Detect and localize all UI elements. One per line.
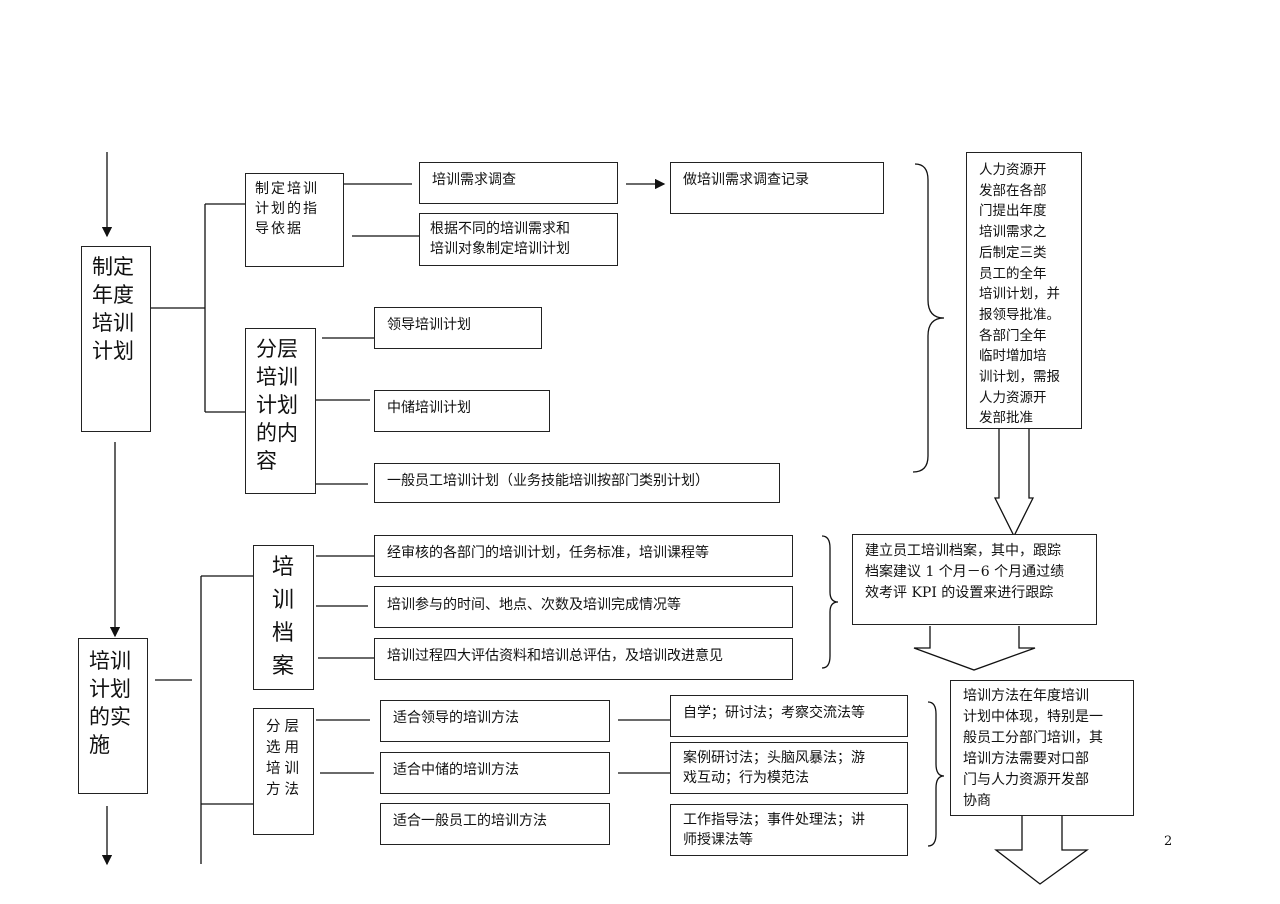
archive-item-3-label: 培训过程四大评估资料和培训总评估，及培训改进意见 (387, 648, 723, 664)
method-target-2-box: 适合中储的培训方法 (380, 752, 610, 794)
layered-content-box: 分层 培训 计划 的内 容 (245, 328, 316, 494)
brace-plan (912, 163, 945, 473)
method-target-3-box: 适合一般员工的培训方法 (380, 803, 610, 845)
hr-note-text: 人力资源开 发部在各部 门提出年度 培训需求之 后制定三类 员工的全年 培训计划… (979, 162, 1060, 427)
methods-note-box: 培训方法在年度培训 计划中体现，特别是一 般员工分部门培训，其 培训方法需要对口… (950, 680, 1134, 816)
methods-box: 分层 选用 培训 方法 (253, 708, 314, 835)
plan-basis-label: 制定培训 计划的指 导依据 (255, 181, 319, 237)
make-plan-label: 根据不同的培训需求和 培训对象制定培训计划 (430, 221, 570, 257)
middle-plan-box: 中储培训计划 (374, 390, 550, 432)
staff-plan-label: 一般员工培训计划（业务技能培训按部门类别计划） (387, 473, 709, 489)
method-target-2-label: 适合中储的培训方法 (393, 762, 519, 778)
implement-step-box: 培训 计划 的实 施 (78, 638, 148, 794)
hollow-arrow-1 (993, 428, 1035, 538)
hollow-arrow-3 (994, 816, 1090, 885)
method-detail-3-box: 工作指导法；事件处理法；讲 师授课法等 (670, 804, 908, 856)
archive-item-1-box: 经审核的各部门的培训计划，任务标准，培训课程等 (374, 535, 793, 577)
middle-plan-label: 中储培训计划 (387, 400, 471, 416)
archive-item-2-label: 培训参与的时间、地点、次数及培训完成情况等 (387, 597, 681, 613)
survey-label: 培训需求调查 (432, 172, 516, 188)
plan-step-label: 制定 年度 培训 计划 (92, 255, 134, 363)
method-target-1-label: 适合领导的培训方法 (393, 710, 519, 726)
staff-plan-box: 一般员工培训计划（业务技能培训按部门类别计划） (374, 463, 780, 503)
method-detail-1-label: 自学；研讨法；考察交流法等 (683, 705, 865, 721)
plan-basis-box: 制定培训 计划的指 导依据 (245, 173, 344, 267)
hollow-arrow-2 (913, 626, 1036, 671)
page-number: 2 (1164, 834, 1173, 849)
method-target-3-label: 适合一般员工的培训方法 (393, 813, 547, 829)
archive-item-2-box: 培训参与的时间、地点、次数及培训完成情况等 (374, 586, 793, 628)
method-target-1-box: 适合领导的培训方法 (380, 700, 610, 742)
archive-label: 培 训 档 案 (272, 555, 295, 679)
brace-methods (927, 701, 945, 847)
hr-note-box: 人力资源开 发部在各部 门提出年度 培训需求之 后制定三类 员工的全年 培训计划… (966, 152, 1082, 429)
archive-box: 培 训 档 案 (253, 545, 314, 690)
archive-note-box: 建立员工培训档案，其中，跟踪 档案建议 1 个月－6 个月通过绩 效考评 KPI… (852, 534, 1097, 625)
method-detail-2-label: 案例研讨法；头脑风暴法；游 戏互动；行为模范法 (683, 750, 865, 786)
method-detail-3-label: 工作指导法；事件处理法；讲 师授课法等 (683, 812, 865, 848)
record-label: 做培训需求调查记录 (683, 172, 809, 188)
methods-note-text: 培训方法在年度培训 计划中体现，特别是一 般员工分部门培训，其 培训方法需要对口… (963, 688, 1103, 809)
method-detail-2-box: 案例研讨法；头脑风暴法；游 戏互动；行为模范法 (670, 742, 908, 794)
archive-item-3-box: 培训过程四大评估资料和培训总评估，及培训改进意见 (374, 638, 793, 680)
archive-note-text: 建立员工培训档案，其中，跟踪 档案建议 1 个月－6 个月通过绩 效考评 KPI… (865, 543, 1065, 601)
implement-step-label: 培训 计划 的实 施 (89, 649, 131, 757)
leader-plan-label: 领导培训计划 (387, 317, 471, 333)
record-box: 做培训需求调查记录 (670, 162, 884, 214)
layered-content-label: 分层 培训 计划 的内 容 (256, 337, 298, 473)
archive-item-1-label: 经审核的各部门的培训计划，任务标准，培训课程等 (387, 545, 709, 561)
method-detail-1-box: 自学；研讨法；考察交流法等 (670, 695, 908, 737)
make-plan-box: 根据不同的培训需求和 培训对象制定培训计划 (419, 213, 618, 266)
plan-step-box: 制定 年度 培训 计划 (81, 246, 151, 432)
survey-box: 培训需求调查 (419, 162, 618, 204)
methods-label: 分层 选用 培训 方法 (266, 719, 303, 798)
brace-archive (821, 535, 839, 669)
leader-plan-box: 领导培训计划 (374, 307, 542, 349)
